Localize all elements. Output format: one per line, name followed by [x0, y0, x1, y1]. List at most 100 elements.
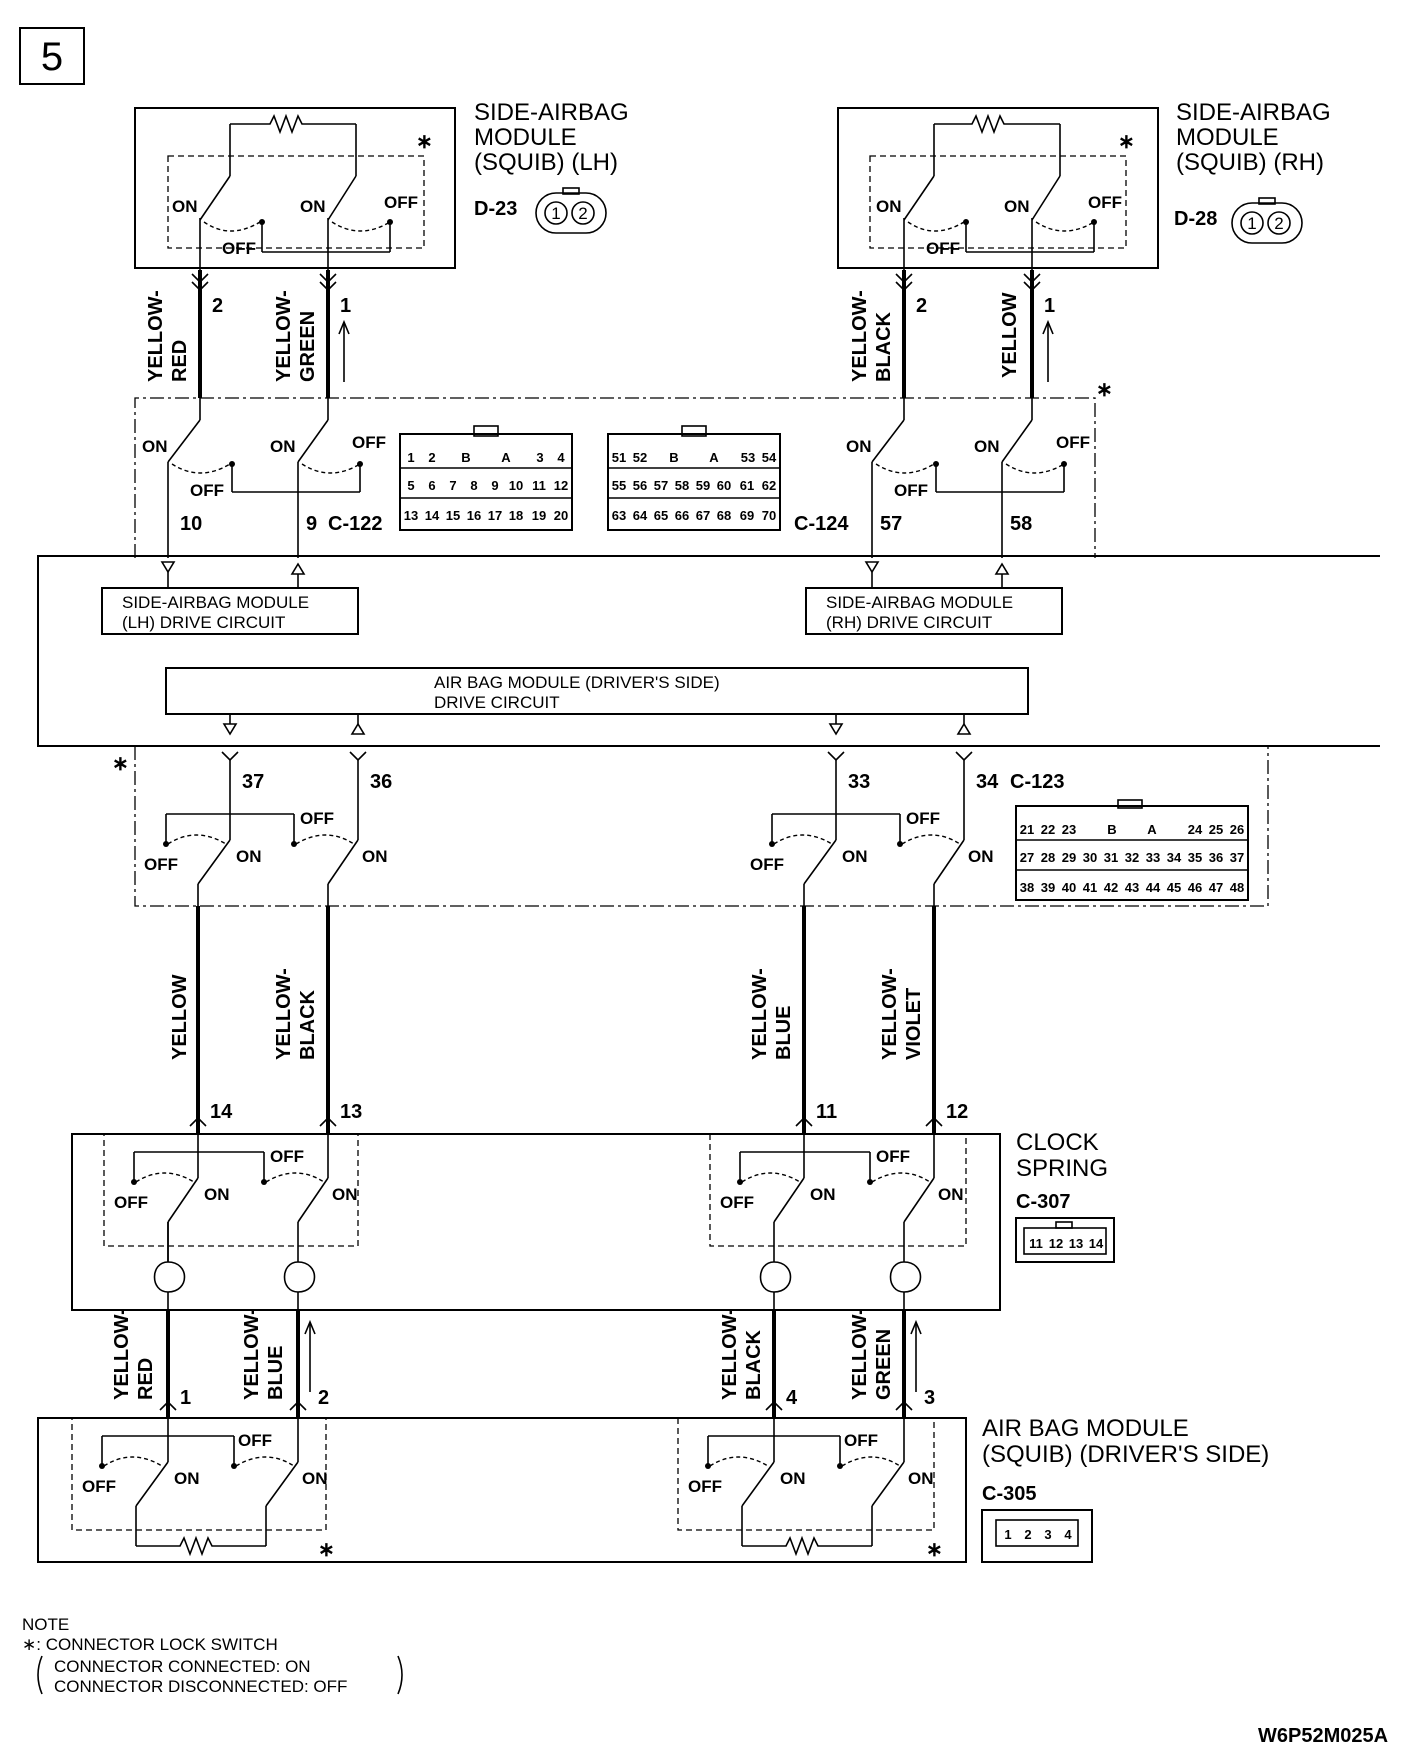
connector-c123-section: ∗ 37 36 33 34 C-123 OFF ON OFF ON — [112, 746, 1269, 907]
pin-label: 29 — [1062, 850, 1076, 865]
pin-label: 34 — [1167, 850, 1182, 865]
module-title: SIDE-AIRBAG — [474, 99, 629, 126]
pin-label: 32 — [1125, 850, 1139, 865]
pin-label: 47 — [1209, 880, 1223, 895]
switch-off-label: OFF — [238, 1431, 272, 1450]
pin-label: 3 — [536, 450, 543, 465]
pin-label: 4 — [1064, 1527, 1072, 1542]
circuit-label: (LH) DRIVE CIRCUIT — [122, 613, 285, 632]
connector-face-c122: 1 2 B A 3 4 5 6 7 8 9 10 11 12 13 14 15 … — [399, 425, 573, 531]
circuit-label: SIDE-AIRBAG MODULE — [826, 593, 1013, 612]
pin-label: B — [1107, 822, 1116, 837]
pin-label: 68 — [717, 508, 731, 523]
pin-label: 16 — [467, 508, 481, 523]
wire-color-label: RED — [135, 1358, 157, 1400]
pin-label: 61 — [740, 478, 754, 493]
pin-label: 58 — [675, 478, 689, 493]
pin-label: 31 — [1104, 850, 1118, 865]
pin-label: 63 — [612, 508, 626, 523]
pin-label: 14 — [425, 508, 440, 523]
figure-code: W6P52M025A — [1258, 1725, 1388, 1747]
connector-face-c123: 21 22 23 B A 24 25 26 27 28 29 30 31 32 … — [1015, 799, 1249, 901]
connector-face-d28: 1 2 — [1231, 197, 1303, 244]
switch-on-label: ON — [142, 437, 168, 456]
wire-color-label: YELLOW- — [111, 1308, 133, 1400]
pin-label: 24 — [1188, 822, 1203, 837]
wire-color-label: GREEN — [873, 1329, 895, 1400]
module-title: SPRING — [1016, 1155, 1108, 1182]
wire-color-label: YELLOW- — [241, 1308, 263, 1400]
pin-label: 11 — [532, 478, 546, 493]
wire-color-label: YELLOW- — [145, 290, 167, 382]
connector-id: C-123 — [1010, 771, 1064, 793]
page-number-box: 5 — [19, 27, 85, 85]
pin-number: 11 — [816, 1101, 837, 1123]
switch-off-label: OFF — [876, 1147, 910, 1166]
switch-on-label: ON — [968, 847, 994, 866]
switch-off-label: OFF — [222, 239, 256, 258]
switch-off-label: OFF — [1056, 433, 1090, 452]
pin-label: B — [461, 450, 470, 465]
switch-off-label: OFF — [352, 433, 386, 452]
module-title: AIR BAG MODULE — [982, 1415, 1189, 1442]
switch-on-label: ON — [780, 1469, 806, 1488]
legend-note: NOTE ∗: CONNECTOR LOCK SWITCH CONNECTOR … — [22, 1615, 403, 1696]
page-number: 5 — [41, 35, 63, 79]
pin-label: 26 — [1230, 822, 1244, 837]
switch-on-label: ON — [302, 1469, 328, 1488]
lock-switch-marker: ∗ — [1096, 379, 1113, 401]
switch-on-label: ON — [270, 437, 296, 456]
circuit-label: DRIVE CIRCUIT — [434, 693, 560, 712]
pin-label: 51 — [612, 450, 626, 465]
wire-color-label: YELLOW- — [749, 968, 771, 1060]
pin-label: 13 — [404, 508, 418, 523]
switch-on-label: ON — [236, 847, 262, 866]
pin-label: 2 — [1274, 214, 1283, 233]
circuit-label: SIDE-AIRBAG MODULE — [122, 593, 309, 612]
pin-number: 13 — [340, 1101, 362, 1123]
connector-id: D-23 — [474, 198, 517, 220]
srs-ecu-box: SIDE-AIRBAG MODULE (LH) DRIVE CIRCUIT SI… — [37, 555, 1380, 747]
pin-label: 52 — [633, 450, 647, 465]
pin-label: 56 — [633, 478, 647, 493]
switch-on-label: ON — [938, 1185, 964, 1204]
switch-on-label: ON — [174, 1469, 200, 1488]
lock-switch-marker: ∗ — [926, 1539, 943, 1561]
pin-label: 15 — [446, 508, 460, 523]
switch-off-label: OFF — [1088, 193, 1122, 212]
wire-color-label: BLACK — [743, 1329, 765, 1400]
switch-on-label: ON — [204, 1185, 230, 1204]
pin-label: 62 — [762, 478, 776, 493]
connector-face-c305: 1 2 3 4 — [981, 1509, 1093, 1563]
pin-label: 13 — [1069, 1236, 1083, 1251]
connector-id: C-305 — [982, 1483, 1036, 1505]
switch-off-label: OFF — [750, 855, 784, 874]
wire-color-label: YELLOW- — [273, 290, 295, 382]
note-line: CONNECTOR DISCONNECTED: OFF — [54, 1677, 347, 1696]
pin-number: 9 — [306, 513, 317, 535]
switch-off-label: OFF — [688, 1477, 722, 1496]
pin-number: 36 — [370, 771, 392, 793]
lock-switch-marker: ∗ — [112, 753, 129, 775]
switch-off-label: OFF — [114, 1193, 148, 1212]
connector-c122-c124-section: ∗ ON ON OFF OFF ON ON OFF OF — [134, 379, 1113, 558]
clock-spring: OFF ON OFF ON OFF ON OFF ON CLOCK SPRIN — [71, 1129, 1115, 1311]
pin-label: 55 — [612, 478, 626, 493]
module-title: MODULE — [1176, 124, 1279, 151]
switch-off-label: OFF — [144, 855, 178, 874]
wire-color-label: BLUE — [773, 1006, 795, 1060]
pin-number: 34 — [976, 771, 999, 793]
pin-label: 37 — [1230, 850, 1244, 865]
pin-label: 20 — [554, 508, 568, 523]
pin-label: 14 — [1089, 1236, 1104, 1251]
lock-switch-marker: ∗ — [1118, 131, 1135, 153]
pin-label: 28 — [1041, 850, 1055, 865]
pin-label: 2 — [1024, 1527, 1031, 1542]
pin-label: 33 — [1146, 850, 1160, 865]
switch-on-label: ON — [908, 1469, 934, 1488]
pin-number: 12 — [946, 1101, 968, 1123]
pin-label: 48 — [1230, 880, 1244, 895]
circuit-label: AIR BAG MODULE (DRIVER'S SIDE) — [434, 673, 720, 692]
connector-id: C-307 — [1016, 1191, 1070, 1213]
wire-color-label: GREEN — [297, 311, 319, 382]
